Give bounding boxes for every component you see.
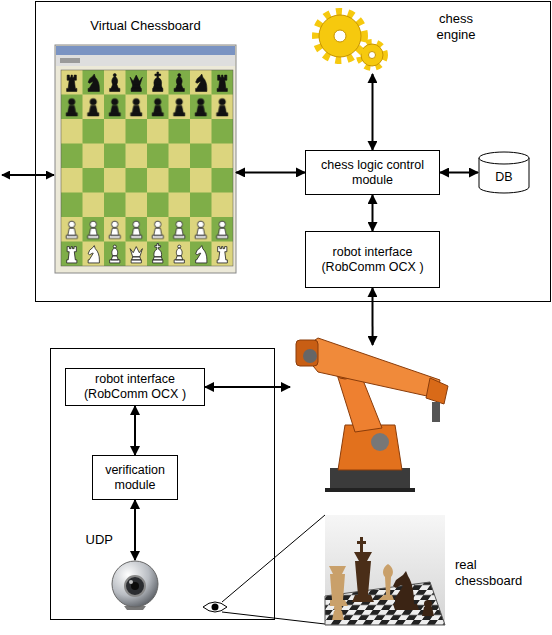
robot-arm-illustration: [296, 338, 448, 492]
node-text: Virtual Chessboard: [55, 18, 236, 34]
view-line: [222, 515, 325, 602]
connector-arrow: [372, 288, 374, 345]
cylinder-top: [479, 152, 529, 164]
gear-icon: [316, 12, 385, 68]
chess-engine-icon: chess engine: [310, 8, 388, 74]
node-text: DB: [495, 170, 512, 185]
real-chessboard-photo: [325, 515, 445, 625]
view-line: [222, 612, 325, 624]
node-text: verification module: [97, 463, 173, 493]
node-text: chess logic control module: [310, 158, 435, 188]
connector-arrow: [134, 500, 136, 560]
process-box: verification module: [92, 455, 178, 500]
camera-illustration: [112, 561, 158, 610]
camera: [110, 560, 160, 610]
connector-arrow: [236, 171, 305, 173]
virtual-chessboard: Virtual Chessboard: [55, 45, 236, 273]
white-pawns: [61, 217, 233, 242]
node-text: chess engine: [425, 11, 487, 42]
process-box: chess logic control module: [305, 150, 440, 195]
title-bar: [56, 46, 235, 55]
connector-arrow: [134, 406, 136, 455]
window-frame: [55, 45, 236, 273]
black-pawns: [61, 95, 233, 120]
node-text: real chessboard: [455, 557, 535, 588]
robot-arm: [290, 345, 450, 492]
interface-box: robot interface (RobComm OCX ): [65, 368, 205, 406]
connector-arrow: [371, 74, 373, 150]
black-pieces: [67, 72, 228, 91]
board-squares: [61, 70, 233, 266]
menu-item: [60, 58, 80, 63]
verification-frame: robot interface (RobComm OCX ) verificati…: [50, 348, 275, 620]
system-frame: Virtual Chessboard chess engine chess logi…: [35, 1, 551, 302]
connector-arrow: [205, 386, 290, 388]
external-arrow: [2, 174, 54, 176]
connector-arrow: [372, 195, 374, 231]
node-text: robot interface (RobComm OCX ): [310, 245, 435, 275]
connector-arrow: [440, 172, 478, 174]
database-cylinder: DB: [478, 151, 530, 194]
edge-label: UDP: [63, 532, 113, 548]
eye-symbol: [203, 602, 227, 612]
node-text: robot interface (RobComm OCX ): [70, 372, 200, 402]
real-chessboard: real chessboard: [325, 515, 445, 625]
interface-box: robot interface (RobComm OCX ): [305, 231, 440, 288]
virtual-chessboard-window: [55, 45, 236, 273]
menu-bar: [56, 55, 235, 66]
white-pieces: [67, 244, 228, 263]
